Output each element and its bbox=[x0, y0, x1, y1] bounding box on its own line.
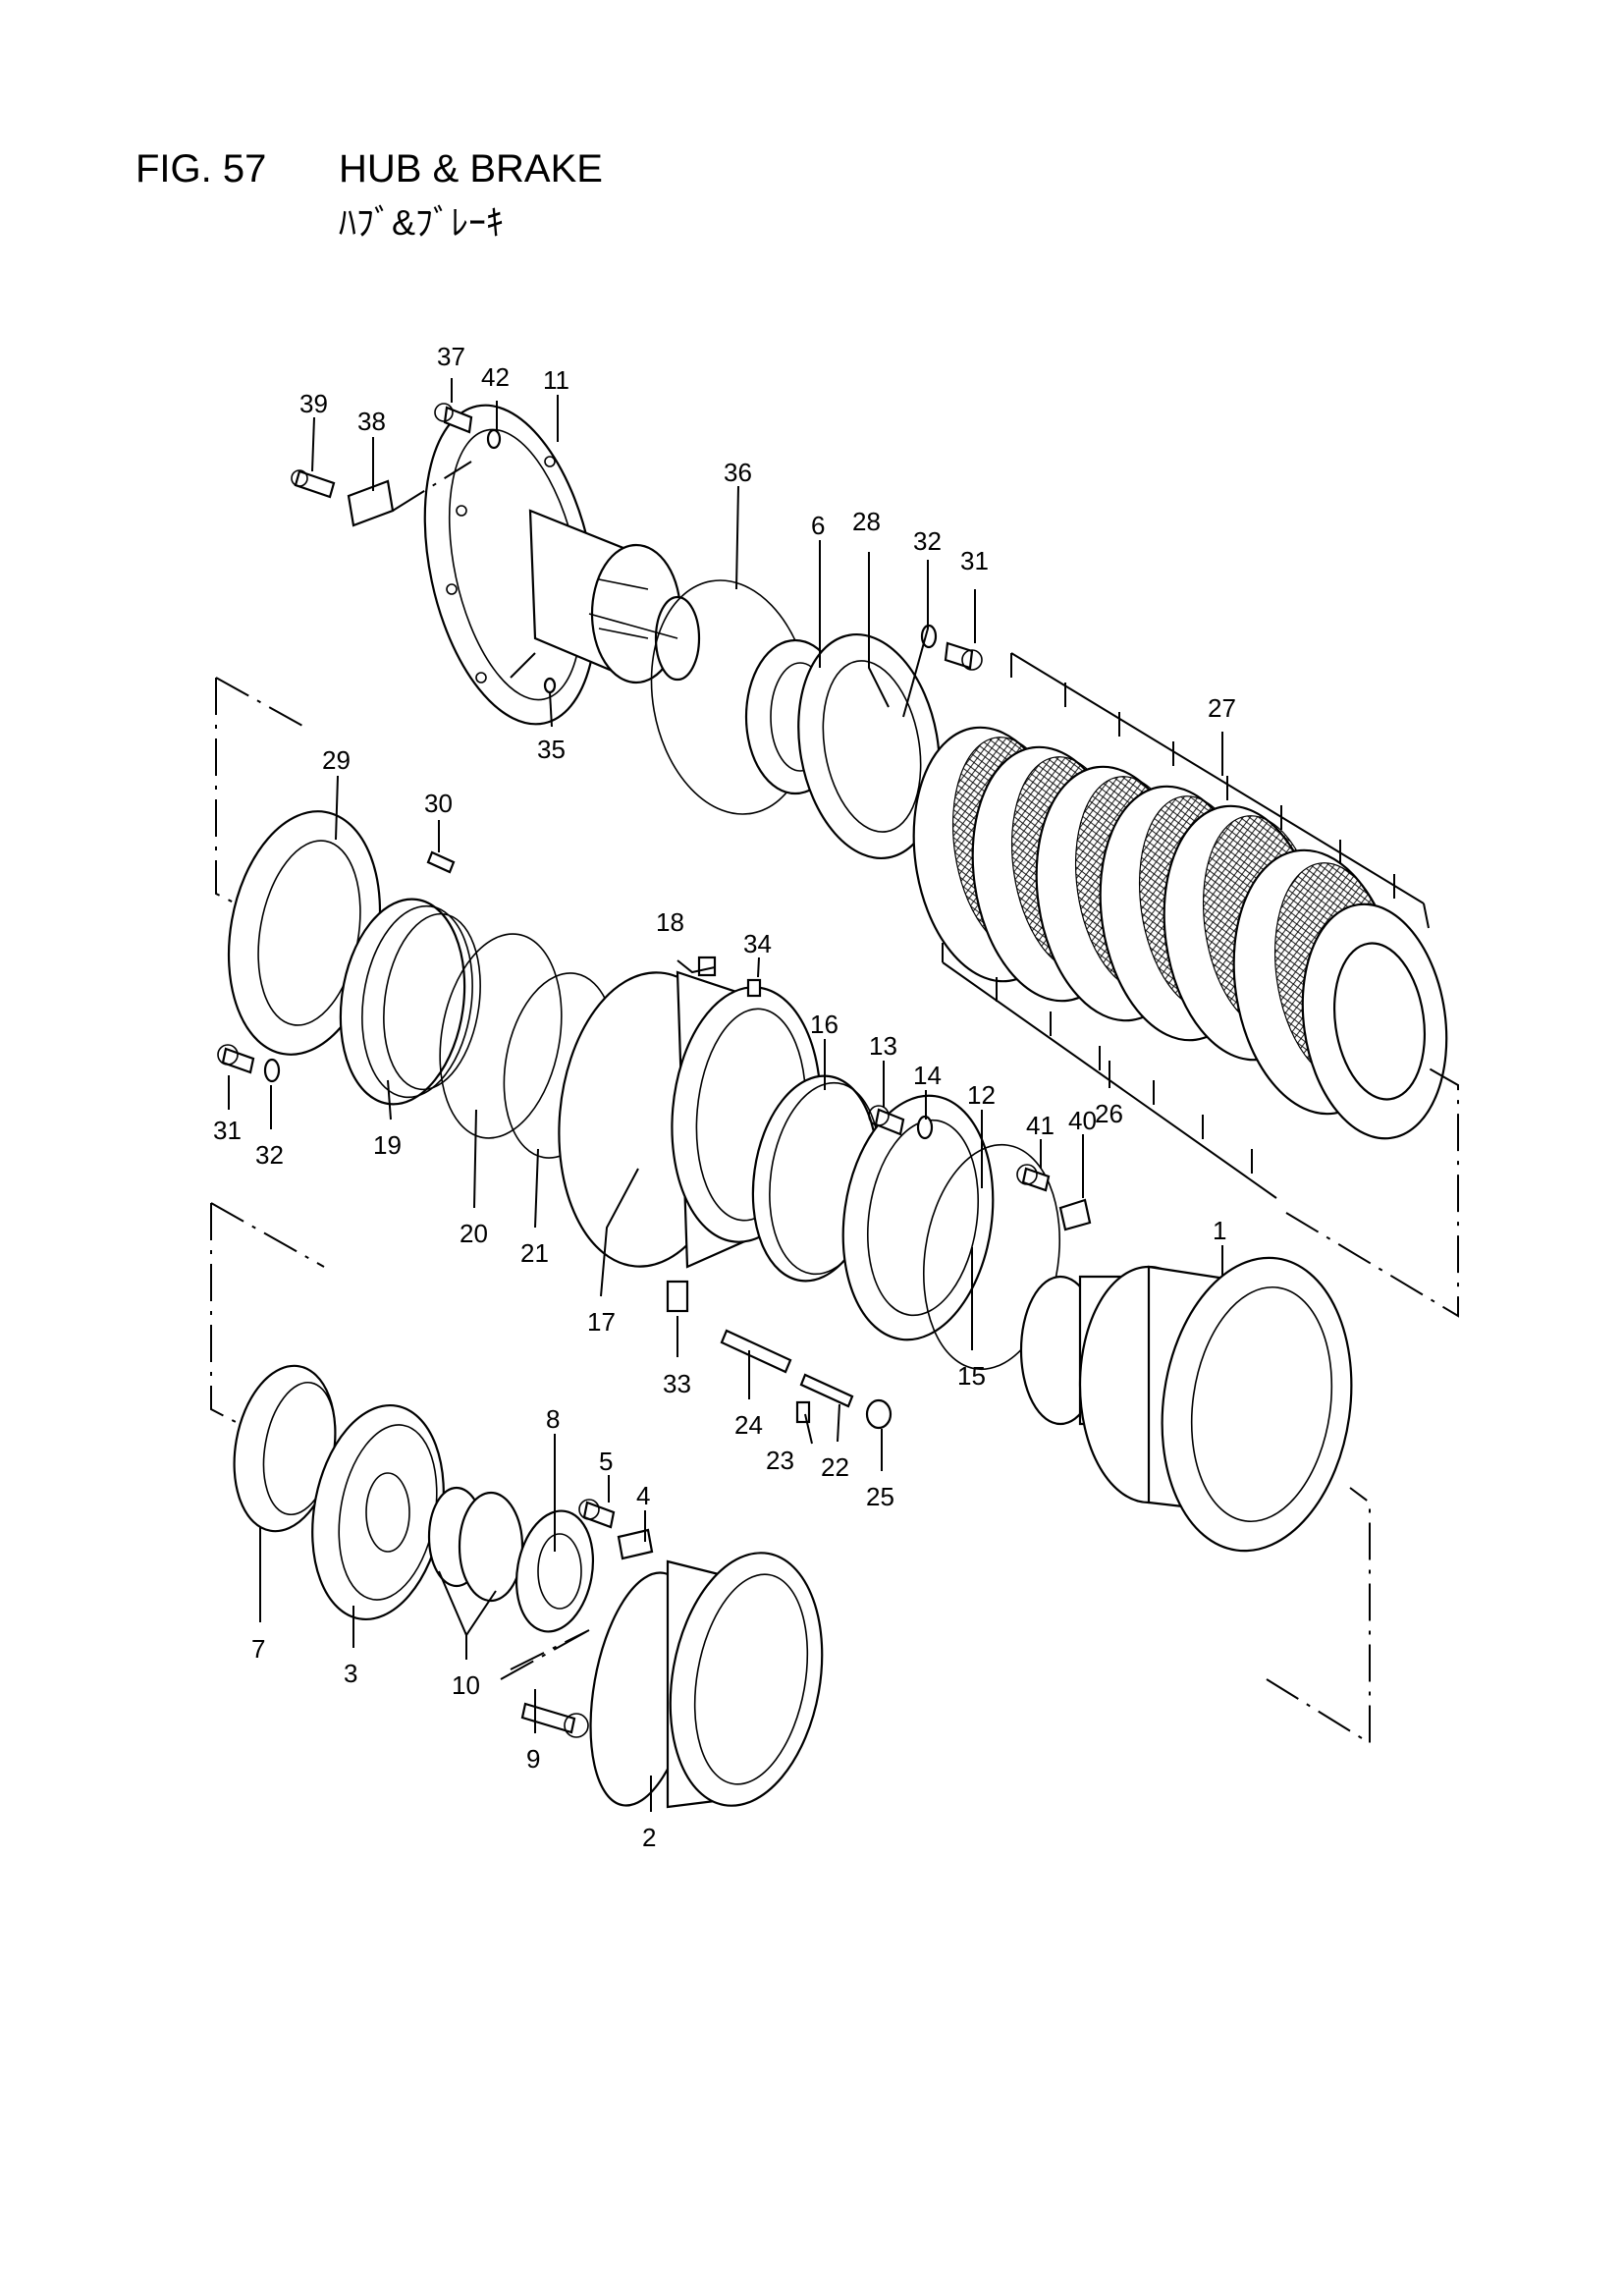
part-34-screw bbox=[746, 978, 762, 998]
leader-lines bbox=[228, 378, 1223, 1812]
part-38-bracket bbox=[347, 479, 395, 527]
part-18-plug bbox=[697, 956, 717, 977]
part-31-bolt-left bbox=[217, 1044, 255, 1074]
callout-41: 41 bbox=[1026, 1111, 1055, 1140]
part-22-pin bbox=[799, 1373, 854, 1408]
part-1-carrier bbox=[1019, 1256, 1353, 1553]
callout-18: 18 bbox=[656, 907, 684, 937]
callout-33: 33 bbox=[663, 1369, 691, 1398]
callout-32-left: 32 bbox=[255, 1140, 284, 1170]
part-24-spring bbox=[720, 1329, 792, 1374]
center-line-lower bbox=[1266, 1487, 1371, 1745]
center-line-upper bbox=[215, 677, 305, 904]
callout-23: 23 bbox=[766, 1446, 794, 1475]
callout-10: 10 bbox=[452, 1670, 480, 1700]
callout-22: 22 bbox=[821, 1452, 849, 1482]
center-line-right bbox=[1285, 1065, 1459, 1318]
center-line-mid bbox=[210, 1202, 325, 1423]
callout-29: 29 bbox=[322, 745, 351, 775]
callout-4: 4 bbox=[636, 1481, 650, 1510]
callout-27: 27 bbox=[1208, 693, 1236, 723]
part-20-seal bbox=[439, 933, 563, 1139]
part-2-ring-gear bbox=[589, 1552, 824, 1809]
callout-3: 3 bbox=[344, 1659, 357, 1688]
figure-title: HUB & BRAKE bbox=[339, 147, 603, 191]
part-4-lock-tab bbox=[617, 1528, 654, 1560]
callout-24: 24 bbox=[734, 1410, 763, 1440]
callout-8: 8 bbox=[546, 1404, 560, 1434]
callout-39: 39 bbox=[299, 389, 328, 418]
callout-14: 14 bbox=[913, 1061, 942, 1090]
callout-25: 25 bbox=[866, 1482, 894, 1511]
callout-12: 12 bbox=[967, 1080, 996, 1110]
callout-17: 17 bbox=[587, 1307, 616, 1337]
callout-31-top: 31 bbox=[960, 546, 989, 575]
callout-15: 15 bbox=[957, 1361, 986, 1391]
callout-16: 16 bbox=[810, 1010, 839, 1039]
callout-5: 5 bbox=[599, 1447, 613, 1476]
callout-38: 38 bbox=[357, 407, 386, 436]
callout-26: 26 bbox=[1095, 1099, 1123, 1128]
callout-11: 11 bbox=[543, 365, 569, 395]
callout-9: 9 bbox=[526, 1744, 540, 1774]
callout-31-left: 31 bbox=[213, 1116, 242, 1145]
figure-number: FIG. 57 bbox=[135, 147, 267, 191]
part-35-pin bbox=[543, 677, 557, 694]
callout-40: 40 bbox=[1068, 1106, 1097, 1135]
callout-20: 20 bbox=[460, 1219, 488, 1248]
part-12-cylinder bbox=[841, 1094, 995, 1341]
part-19-piston bbox=[339, 898, 481, 1106]
part-39-nipple bbox=[291, 469, 336, 499]
part-11-hub bbox=[423, 404, 701, 726]
part-5-bolt bbox=[578, 1499, 616, 1529]
callout-2: 2 bbox=[642, 1823, 656, 1852]
part-37-bolt bbox=[434, 403, 473, 434]
part-13-bolt bbox=[868, 1105, 905, 1136]
callout-19: 19 bbox=[373, 1130, 402, 1160]
callout-labels: 1 2 3 4 5 6 7 8 9 10 11 12 13 14 15 16 1… bbox=[213, 342, 1236, 1852]
part-23-key bbox=[795, 1400, 811, 1424]
part-15-seal bbox=[922, 1143, 1061, 1371]
figure-subtitle: ﾊﾌﾞ&ﾌﾞﾚｰｷ bbox=[339, 202, 505, 243]
callout-32-top: 32 bbox=[913, 526, 942, 556]
callout-37: 37 bbox=[437, 342, 465, 371]
center-line-ring bbox=[500, 1629, 590, 1680]
part-25-nut bbox=[865, 1398, 893, 1430]
part-31-bolt-top bbox=[944, 641, 983, 671]
callout-6: 6 bbox=[811, 511, 825, 540]
center-line-hub bbox=[392, 461, 536, 679]
leader-27-brackets bbox=[1010, 652, 1430, 929]
callout-1: 1 bbox=[1213, 1216, 1226, 1245]
part-26-27-disc-pack bbox=[912, 726, 1448, 1140]
part-41-bolt bbox=[1016, 1164, 1051, 1192]
callout-28: 28 bbox=[852, 507, 881, 536]
callout-36: 36 bbox=[724, 458, 752, 487]
part-30-pin bbox=[426, 850, 456, 874]
callout-7: 7 bbox=[251, 1634, 265, 1664]
part-32-washer-left bbox=[263, 1058, 281, 1083]
part-14-washer bbox=[916, 1115, 934, 1140]
part-9-bolt bbox=[520, 1702, 589, 1738]
callout-30: 30 bbox=[424, 789, 453, 818]
callout-21: 21 bbox=[520, 1238, 549, 1268]
part-10-shim bbox=[427, 1486, 524, 1603]
part-28-plate bbox=[797, 632, 941, 860]
callout-42: 42 bbox=[481, 362, 510, 392]
part-42-washer bbox=[486, 428, 502, 450]
callout-13: 13 bbox=[869, 1031, 897, 1061]
callout-35: 35 bbox=[537, 735, 566, 764]
part-8-plate bbox=[514, 1509, 595, 1633]
part-33-spring bbox=[666, 1280, 689, 1313]
callout-34: 34 bbox=[743, 929, 772, 958]
part-40-bracket bbox=[1058, 1198, 1092, 1231]
